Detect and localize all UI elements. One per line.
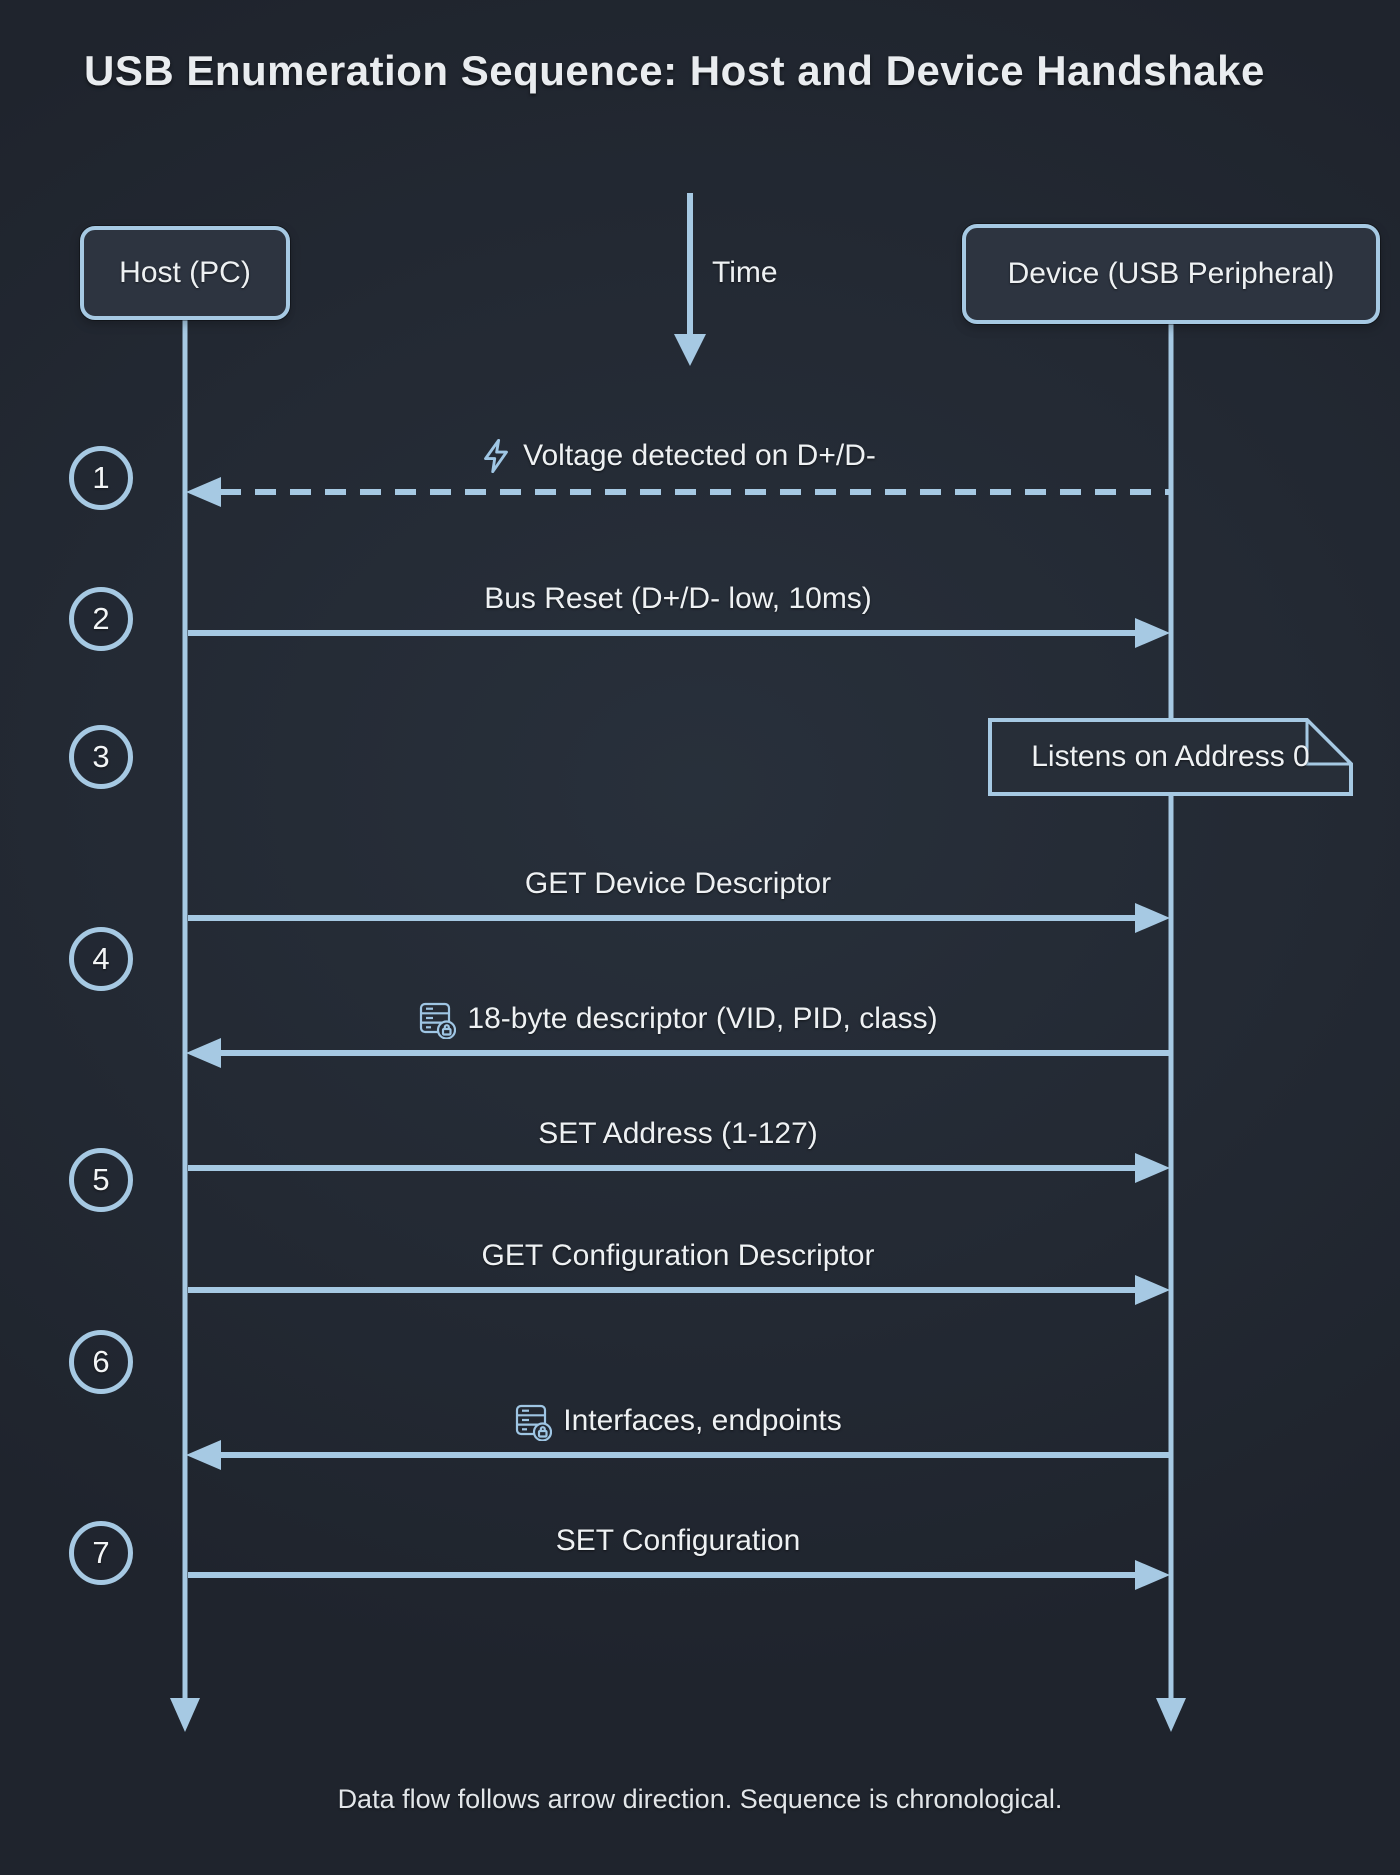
- message-arrow-bus-reset: [188, 618, 1170, 648]
- message-label-set-configuration: SET Configuration: [203, 1522, 1153, 1560]
- time-axis-label: Time: [712, 256, 778, 289]
- step-number: 4: [92, 941, 110, 976]
- message-text: 18-byte descriptor (VID, PID, class): [467, 1002, 938, 1035]
- arrowhead-left: [186, 1440, 221, 1470]
- step-number: 7: [92, 1535, 110, 1570]
- server-lock-icon: [418, 999, 457, 1039]
- device-lifeline-arrowhead: [1156, 1698, 1186, 1732]
- arrowhead-right: [1135, 1275, 1170, 1305]
- step-number: 3: [92, 739, 110, 774]
- host-lifeline: [170, 318, 200, 1732]
- message-arrow-get-device-descriptor: [188, 903, 1170, 933]
- message-label-interfaces-endpoints: Interfaces, endpoints: [203, 1401, 1153, 1441]
- step-circle-1: 1: [69, 446, 133, 510]
- message-arrow-interfaces-endpoints: [186, 1440, 1171, 1470]
- actor-box-device: Device (USB Peripheral): [962, 224, 1380, 324]
- message-label-set-address: SET Address (1-127): [203, 1115, 1153, 1153]
- message-arrow-voltage-detected: [186, 477, 1171, 507]
- message-label-get-configuration-descriptor: GET Configuration Descriptor: [203, 1237, 1153, 1275]
- message-label-18-byte-descriptor: 18-byte descriptor (VID, PID, class): [203, 999, 1153, 1039]
- arrowhead-right: [1135, 1560, 1170, 1590]
- device-lifeline: [1156, 322, 1186, 1732]
- server-lock-icon: [514, 1401, 553, 1441]
- page-title: USB Enumeration Sequence: Host and Devic…: [84, 47, 1265, 94]
- message-text: GET Device Descriptor: [524, 867, 832, 900]
- time-axis-arrow: [674, 193, 706, 366]
- note-listens-on-address-0: Listens on Address 0: [988, 716, 1355, 796]
- host-lifeline-arrowhead: [170, 1698, 200, 1732]
- step-circle-4: 4: [69, 927, 133, 991]
- message-arrow-18-byte-descriptor: [186, 1038, 1171, 1068]
- message-text: Bus Reset (D+/D- low, 10ms): [484, 582, 872, 615]
- step-number: 6: [92, 1344, 110, 1379]
- note-shape: [988, 716, 1355, 796]
- message-label-bus-reset: Bus Reset (D+/D- low, 10ms): [203, 580, 1153, 618]
- message-label-voltage-detected: Voltage detected on D+/D-: [203, 437, 1153, 475]
- step-circle-2: 2: [69, 587, 133, 651]
- arrowhead-right: [1135, 1153, 1170, 1183]
- actor-label-device: Device (USB Peripheral): [1007, 257, 1335, 290]
- message-text: SET Address (1-127): [538, 1117, 818, 1150]
- note-text: Listens on Address 0: [1031, 740, 1310, 773]
- step-number: 5: [92, 1162, 110, 1197]
- footer-caption: Data flow follows arrow direction. Seque…: [337, 1784, 1063, 1814]
- message-text: GET Configuration Descriptor: [481, 1239, 875, 1272]
- step-circle-6: 6: [69, 1330, 133, 1394]
- arrowhead-left: [186, 1038, 221, 1068]
- message-arrow-set-configuration: [188, 1560, 1170, 1590]
- message-label-get-device-descriptor: GET Device Descriptor: [203, 865, 1153, 903]
- time-axis-arrowhead: [674, 334, 706, 366]
- actor-box-host: Host (PC): [80, 226, 290, 320]
- arrowhead-right: [1135, 618, 1170, 648]
- actor-label-host: Host (PC): [119, 256, 251, 289]
- note-outline: [988, 718, 1353, 796]
- message-text: Interfaces, endpoints: [563, 1404, 842, 1437]
- message-text: Voltage detected on D+/D-: [523, 439, 876, 472]
- step-number: 2: [92, 601, 110, 636]
- step-circle-3: 3: [69, 725, 133, 789]
- step-circle-7: 7: [69, 1521, 133, 1585]
- arrowhead-left: [186, 477, 221, 507]
- arrowhead-right: [1135, 903, 1170, 933]
- message-arrow-get-configuration-descriptor: [188, 1275, 1170, 1305]
- note-fold-corner: [1305, 716, 1355, 766]
- step-circle-5: 5: [69, 1148, 133, 1212]
- lightning-icon: [480, 439, 512, 473]
- step-number: 1: [92, 460, 110, 495]
- message-arrow-set-address: [188, 1153, 1170, 1183]
- message-text: SET Configuration: [555, 1524, 801, 1557]
